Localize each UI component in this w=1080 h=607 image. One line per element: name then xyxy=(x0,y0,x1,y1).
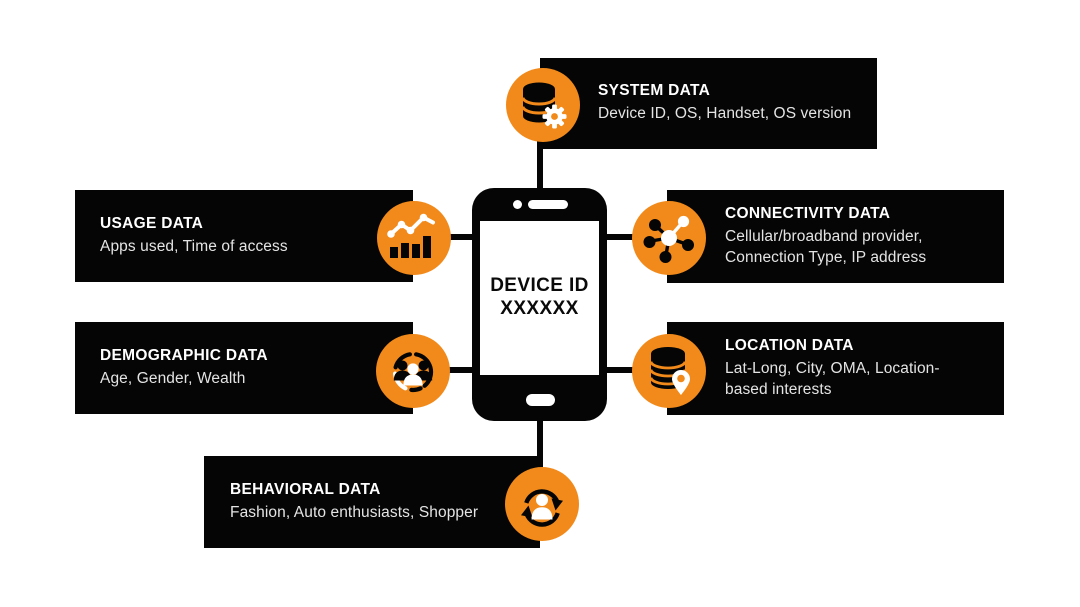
person-sync-icon xyxy=(505,467,579,541)
panel-location-data: LOCATION DATA Lat-Long, City, OMA, Locat… xyxy=(667,322,1004,415)
panel-title: SYSTEM DATA xyxy=(598,82,711,100)
database-gear-icon xyxy=(506,68,580,142)
panel-title: LOCATION DATA xyxy=(725,336,854,354)
people-group-icon xyxy=(376,334,450,408)
panel-title: BEHAVIORAL DATA xyxy=(230,480,381,498)
phone-speaker-bar xyxy=(528,200,568,209)
phone-screen: DEVICE ID XXXXXX xyxy=(480,221,599,375)
panel-title: CONNECTIVITY DATA xyxy=(725,204,891,222)
panel-title: USAGE DATA xyxy=(100,214,204,232)
panel-connectivity-data: CONNECTIVITY DATA Cellular/broadband pro… xyxy=(667,190,1004,283)
location-data-node xyxy=(632,334,706,408)
panel-demographic-data: DEMOGRAPHIC DATA Age, Gender, Wealth xyxy=(75,322,413,414)
panel-subtitle: Lat-Long, City, OMA, Location-based inte… xyxy=(725,359,940,398)
system-data-node xyxy=(506,68,580,142)
panel-title: DEMOGRAPHIC DATA xyxy=(100,346,268,364)
panel-subtitle: Device ID, OS, Handset, OS version xyxy=(598,105,852,123)
connector-system xyxy=(537,105,543,192)
demographic-data-node xyxy=(376,334,450,408)
analytics-chart-icon xyxy=(377,201,451,275)
connector-connectivity xyxy=(602,234,636,240)
device-id-label-line1: DEVICE ID xyxy=(490,275,589,297)
phone-home-button xyxy=(526,394,555,406)
network-hub-icon xyxy=(632,201,706,275)
database-pin-icon xyxy=(632,334,706,408)
smartphone-graphic: DEVICE ID XXXXXX xyxy=(472,188,607,421)
phone-camera-dot xyxy=(513,200,522,209)
panel-system-data: SYSTEM DATA Device ID, OS, Handset, OS v… xyxy=(540,58,877,149)
panel-subtitle: Apps used, Time of access xyxy=(100,237,288,255)
device-id-label-line2: XXXXXX xyxy=(500,298,579,319)
connectivity-data-node xyxy=(632,201,706,275)
panel-subtitle: Cellular/broadband provider, Connection … xyxy=(725,227,927,266)
panel-subtitle: Fashion, Auto enthusiasts, Shopper xyxy=(230,503,479,521)
usage-data-node xyxy=(377,201,451,275)
panel-usage-data: USAGE DATA Apps used, Time of access xyxy=(75,190,413,282)
connector-demographic xyxy=(444,367,477,373)
connector-location xyxy=(602,367,636,373)
connector-usage xyxy=(444,234,477,240)
panel-behavioral-data: BEHAVIORAL DATA Fashion, Auto enthusiast… xyxy=(204,456,540,548)
connector-behavioral xyxy=(537,418,543,470)
behavioral-data-node xyxy=(505,467,579,541)
panel-subtitle: Age, Gender, Wealth xyxy=(100,369,246,387)
